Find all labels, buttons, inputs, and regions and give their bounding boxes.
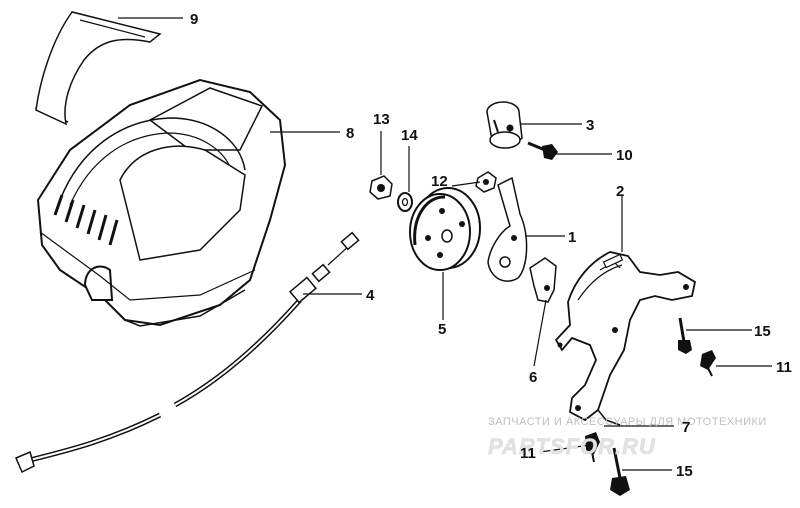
part-1-lever	[487, 176, 528, 282]
callout-8: 8	[346, 125, 354, 142]
part-14-washer	[397, 192, 413, 212]
part-10-bolt	[527, 141, 558, 160]
callout-15-lower: 15	[676, 463, 693, 480]
callout-14: 14	[401, 127, 418, 144]
callout-2: 2	[616, 183, 624, 200]
part-8-housing	[36, 78, 287, 327]
callout-10: 10	[616, 147, 633, 164]
part-6-bracket	[529, 257, 557, 303]
part-2-bracket	[554, 251, 697, 426]
callout-11-lower: 11	[520, 445, 536, 462]
part-4-cable	[15, 231, 360, 474]
part-11-screw-right	[700, 350, 716, 377]
part-3-knob	[486, 101, 523, 149]
part-5-pulley	[409, 187, 481, 271]
watermark-logo: PARTSFOR.RU	[488, 434, 656, 459]
part-15-screw-lower	[610, 447, 630, 496]
callout-13: 13	[373, 111, 390, 128]
callout-5: 5	[438, 321, 446, 338]
watermark-tagline: ЗАПЧАСТИ И АКСЕССУАРЫ ДЛЯ МОТОТЕХНИКИ	[488, 416, 767, 428]
leader-lines	[118, 17, 772, 471]
part-15-screw-upper	[678, 317, 692, 354]
callout-12: 12	[431, 173, 448, 190]
callout-1: 1	[568, 229, 576, 246]
part-12-nut	[475, 171, 497, 193]
callout-7: 7	[682, 419, 690, 436]
part-13-nut	[369, 175, 393, 200]
callout-3: 3	[586, 117, 594, 134]
part-9-decal	[34, 11, 162, 126]
callout-15-upper: 15	[754, 323, 771, 340]
callout-4: 4	[366, 287, 375, 304]
callout-9: 9	[190, 11, 198, 28]
callout-11-right: 11	[776, 359, 792, 376]
callout-6: 6	[529, 369, 537, 386]
part-11-screw-lower	[585, 432, 600, 463]
